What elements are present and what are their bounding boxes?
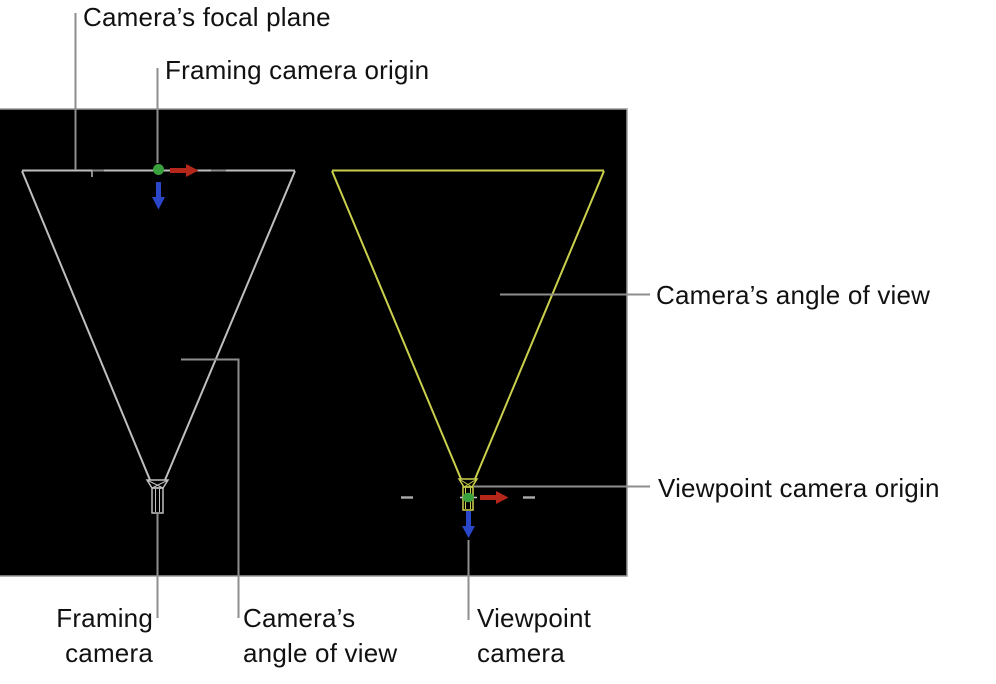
callout-angle-of-view-left: [181, 358, 240, 618]
x-axis-arrow: [480, 491, 509, 504]
label-angle-of-view-bottom-line1: Camera’s: [243, 603, 356, 633]
x-axis-arrow: [170, 164, 199, 177]
framing-camera-body: [151, 487, 164, 514]
viewport-background: [0, 108, 628, 577]
label-framing-camera-line2: camera: [65, 638, 153, 668]
label-viewpoint-camera: Viewpoint camera: [477, 601, 591, 671]
viewpoint-origin-dot: [462, 492, 474, 503]
z-axis-arrow: [462, 511, 475, 538]
z-axis-arrow: [152, 182, 165, 210]
callout-lines: [74, 13, 650, 620]
label-focal-plane: Camera’s focal plane: [83, 2, 331, 32]
label-angle-of-view-bottom-line2: angle of view: [243, 638, 398, 668]
viewpoint-frustum-left-edge: [331, 170, 462, 480]
label-framing-camera-line1: Framing: [56, 603, 153, 633]
viewpoint-frustum-right-edge: [474, 170, 605, 480]
framing-camera-model: [145, 479, 170, 514]
label-viewpoint-camera-origin: Viewpoint camera origin: [658, 473, 940, 503]
framing-origin-dot: [153, 164, 164, 175]
label-framing-camera: Framing camera: [20, 601, 153, 671]
viewpoint-origin-gizmo: [460, 491, 509, 538]
label-angle-of-view-right: Camera’s angle of view: [656, 280, 931, 310]
label-angle-of-view-bottom: Camera’s angle of view: [243, 601, 397, 671]
label-framing-camera-origin: Framing camera origin: [165, 55, 430, 85]
framing-frustum-left-edge: [21, 170, 151, 481]
label-viewpoint-camera-line1: Viewpoint: [477, 603, 592, 633]
label-viewpoint-camera-line2: camera: [477, 638, 565, 668]
framing-frustum-right-edge: [164, 170, 296, 481]
viewpoint-frustum: [331, 169, 605, 480]
framing-origin-gizmo: [152, 164, 199, 210]
